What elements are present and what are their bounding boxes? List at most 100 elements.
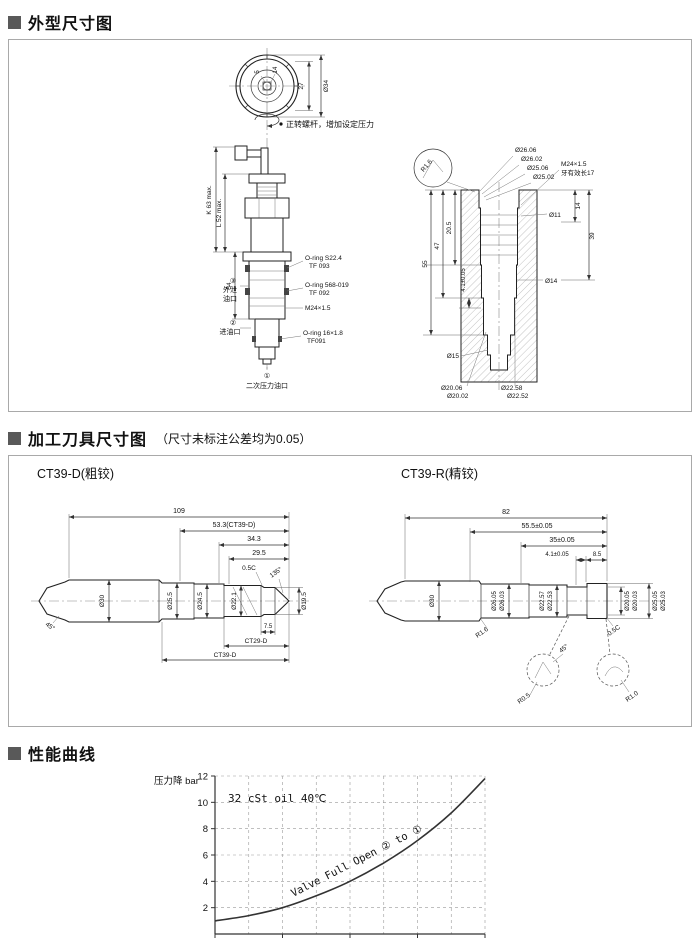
dim-295: 29.5: [252, 550, 266, 557]
dim-45deg-left: 45°: [44, 620, 57, 632]
dim-d2603: Ø26.03: [500, 590, 506, 610]
dim-41: 4.1±0.05: [461, 268, 467, 292]
y-tick-label: 2: [203, 903, 208, 914]
dim-555: 55.5±0.05: [521, 523, 552, 530]
dim-b1: Ø20.06: [441, 385, 463, 392]
ct39r-dimensions: 82 55.5±0.05 35±0.05 4.1±0.05 8.5 Ø30 Ø2…: [404, 509, 667, 640]
dim-d2257: Ø22.57: [540, 590, 546, 610]
dim-d195: Ø19.5: [301, 592, 308, 610]
section-bullet-icon: [8, 431, 21, 445]
y-tick-label: 4: [203, 877, 208, 888]
oring1-label-1: O-ring S22.4: [305, 255, 342, 262]
port3-number: ③: [230, 277, 236, 285]
plot-layer: 02040608024681012: [197, 772, 486, 938]
port1-number: ①: [264, 372, 270, 380]
y-axis-title: 压力降 bar: [154, 775, 199, 787]
dim-14: 14: [575, 202, 582, 210]
outline-drawing: Ø34 27 5 14 正转螺杆，增加设定压力: [206, 48, 596, 400]
dim-label-14: 14: [273, 66, 279, 73]
dim-label-k63: K 63 max.: [206, 185, 213, 214]
oring-seal: [245, 265, 250, 272]
port2-number: ②: [230, 319, 236, 327]
oring-seal: [252, 336, 256, 342]
section-bullet-icon: [8, 15, 21, 29]
dim-75: 7.5: [264, 624, 273, 630]
oil-annotation: 32 cSt oil 40℃: [228, 792, 326, 805]
dim-109: 109: [173, 508, 185, 515]
ct39r-profile: [369, 580, 665, 622]
dim-41r: 4.1±0.05: [545, 552, 569, 558]
cavity-dimensions: Ø26.06 Ø26.02 Ø25.06 Ø25.02 M24×1.5 牙有效长…: [422, 147, 596, 400]
port1-label: 二次压力油口: [246, 381, 288, 390]
dim-d245: Ø24.5: [197, 592, 204, 610]
outline-panel: Ø34 27 5 14 正转螺杆，增加设定压力: [8, 39, 692, 412]
dim-label-l52: L 52 max.: [216, 199, 223, 227]
dim-d2003: Ø20.03: [633, 590, 639, 610]
dim-d30-left: Ø30: [99, 594, 106, 607]
dim-label-54: 54: [226, 282, 233, 290]
dim-82: 82: [502, 509, 510, 516]
dim-d2605: Ø26.05: [492, 590, 498, 610]
dim-b2: Ø20.02: [447, 393, 469, 400]
dim-b4: Ø22.52: [507, 393, 529, 400]
dim-343: 34.3: [247, 536, 261, 543]
dim-45deg-right: 45°: [557, 642, 570, 655]
oring3-label-2: TF091: [307, 338, 326, 345]
dim-39: 39: [589, 232, 596, 240]
bullet-icon: [279, 122, 283, 126]
dim-ct29: CT29-D: [245, 638, 268, 645]
dim-35: 35±0.05: [549, 537, 574, 544]
dim-d11: Ø11: [549, 212, 561, 219]
dim-d2005: Ø20.05: [625, 590, 631, 610]
section-header-outline: 外型尺寸图: [8, 10, 692, 34]
dim-05c-left: 0.5C: [242, 565, 256, 572]
knurl-ticks: [236, 55, 298, 117]
cavity-d1: Ø26.06: [515, 147, 537, 154]
y-tick-label: 12: [197, 772, 208, 783]
pressure-drop-curve: [214, 778, 486, 922]
dim-label-d34: Ø34: [323, 79, 330, 92]
dim-d255: Ø25.5: [167, 592, 174, 610]
dim-05c-right: 0.5C: [607, 624, 623, 638]
knob-top-view: [229, 48, 305, 136]
dim-ct39: CT39-D: [214, 652, 237, 659]
curve-label: Valve Full Open ② to ①: [289, 823, 424, 900]
dim-85: 8.5: [593, 552, 602, 558]
performance-chart-svg: 02040608024681012 压力降 bar 流量 l/min 32 cS…: [154, 772, 486, 938]
dim-d2253: Ø22.53: [548, 590, 554, 610]
oring3-label-1: O-ring 16×1.8: [303, 330, 343, 337]
rotation-arrow-icon: [254, 113, 280, 128]
tool-drawing: CT39-D(粗铰) CT39-R(精铰) 109 53.3(CT39-D) 3…: [31, 466, 667, 706]
knob-dimensions: Ø34 27 5 14: [255, 54, 330, 118]
thread-label: M24×1.5: [305, 305, 331, 312]
section-title-outline: 外型尺寸图: [28, 16, 114, 33]
dim-r10: R1.0: [625, 690, 641, 704]
valve-callouts: O-ring S22.4 TF 093 O-ring 568-019 TF 09…: [220, 255, 350, 390]
cavity-d4: Ø25.02: [533, 174, 555, 181]
dim-135deg: 135°: [268, 565, 284, 579]
section-note-tool: （尺寸未标注公差均为0.05）: [156, 431, 312, 446]
dim-d2505: Ø25.05: [653, 590, 659, 610]
detail-r16-label: R1.6: [420, 158, 434, 173]
rotate-note-text: 正转螺杆，增加设定压力: [286, 119, 374, 129]
section-bullet-icon: [8, 746, 21, 760]
oring-seal: [284, 265, 289, 272]
port2-label: 进油口: [220, 327, 241, 336]
dim-d15: Ø15: [447, 353, 460, 360]
oring-seal: [245, 288, 250, 295]
ct39d-profile: [31, 579, 309, 623]
valve-side-view: [234, 138, 292, 372]
tool-left-title: CT39-D(粗铰): [37, 466, 114, 481]
dim-label-5: 5: [255, 70, 261, 74]
oring2-label-1: O-ring 568-019: [305, 282, 349, 289]
ct39d-dimensions: 109 53.3(CT39-D) 34.3 29.5 0.5C Ø30 Ø25.…: [44, 508, 308, 663]
cavity-thread-2: 牙有效长17: [561, 168, 595, 177]
section-header-curve: 性能曲线: [8, 741, 692, 765]
dim-d30-right: Ø30: [429, 594, 436, 607]
dim-d221: Ø22.1: [231, 592, 238, 610]
y-tick-label: 8: [203, 824, 208, 835]
dim-r05: R0.5: [517, 692, 533, 706]
tool-panel: CT39-D(粗铰) CT39-R(精铰) 109 53.3(CT39-D) 3…: [8, 455, 692, 727]
performance-chart: 02040608024681012 压力降 bar 流量 l/min 32 cS…: [140, 770, 692, 939]
